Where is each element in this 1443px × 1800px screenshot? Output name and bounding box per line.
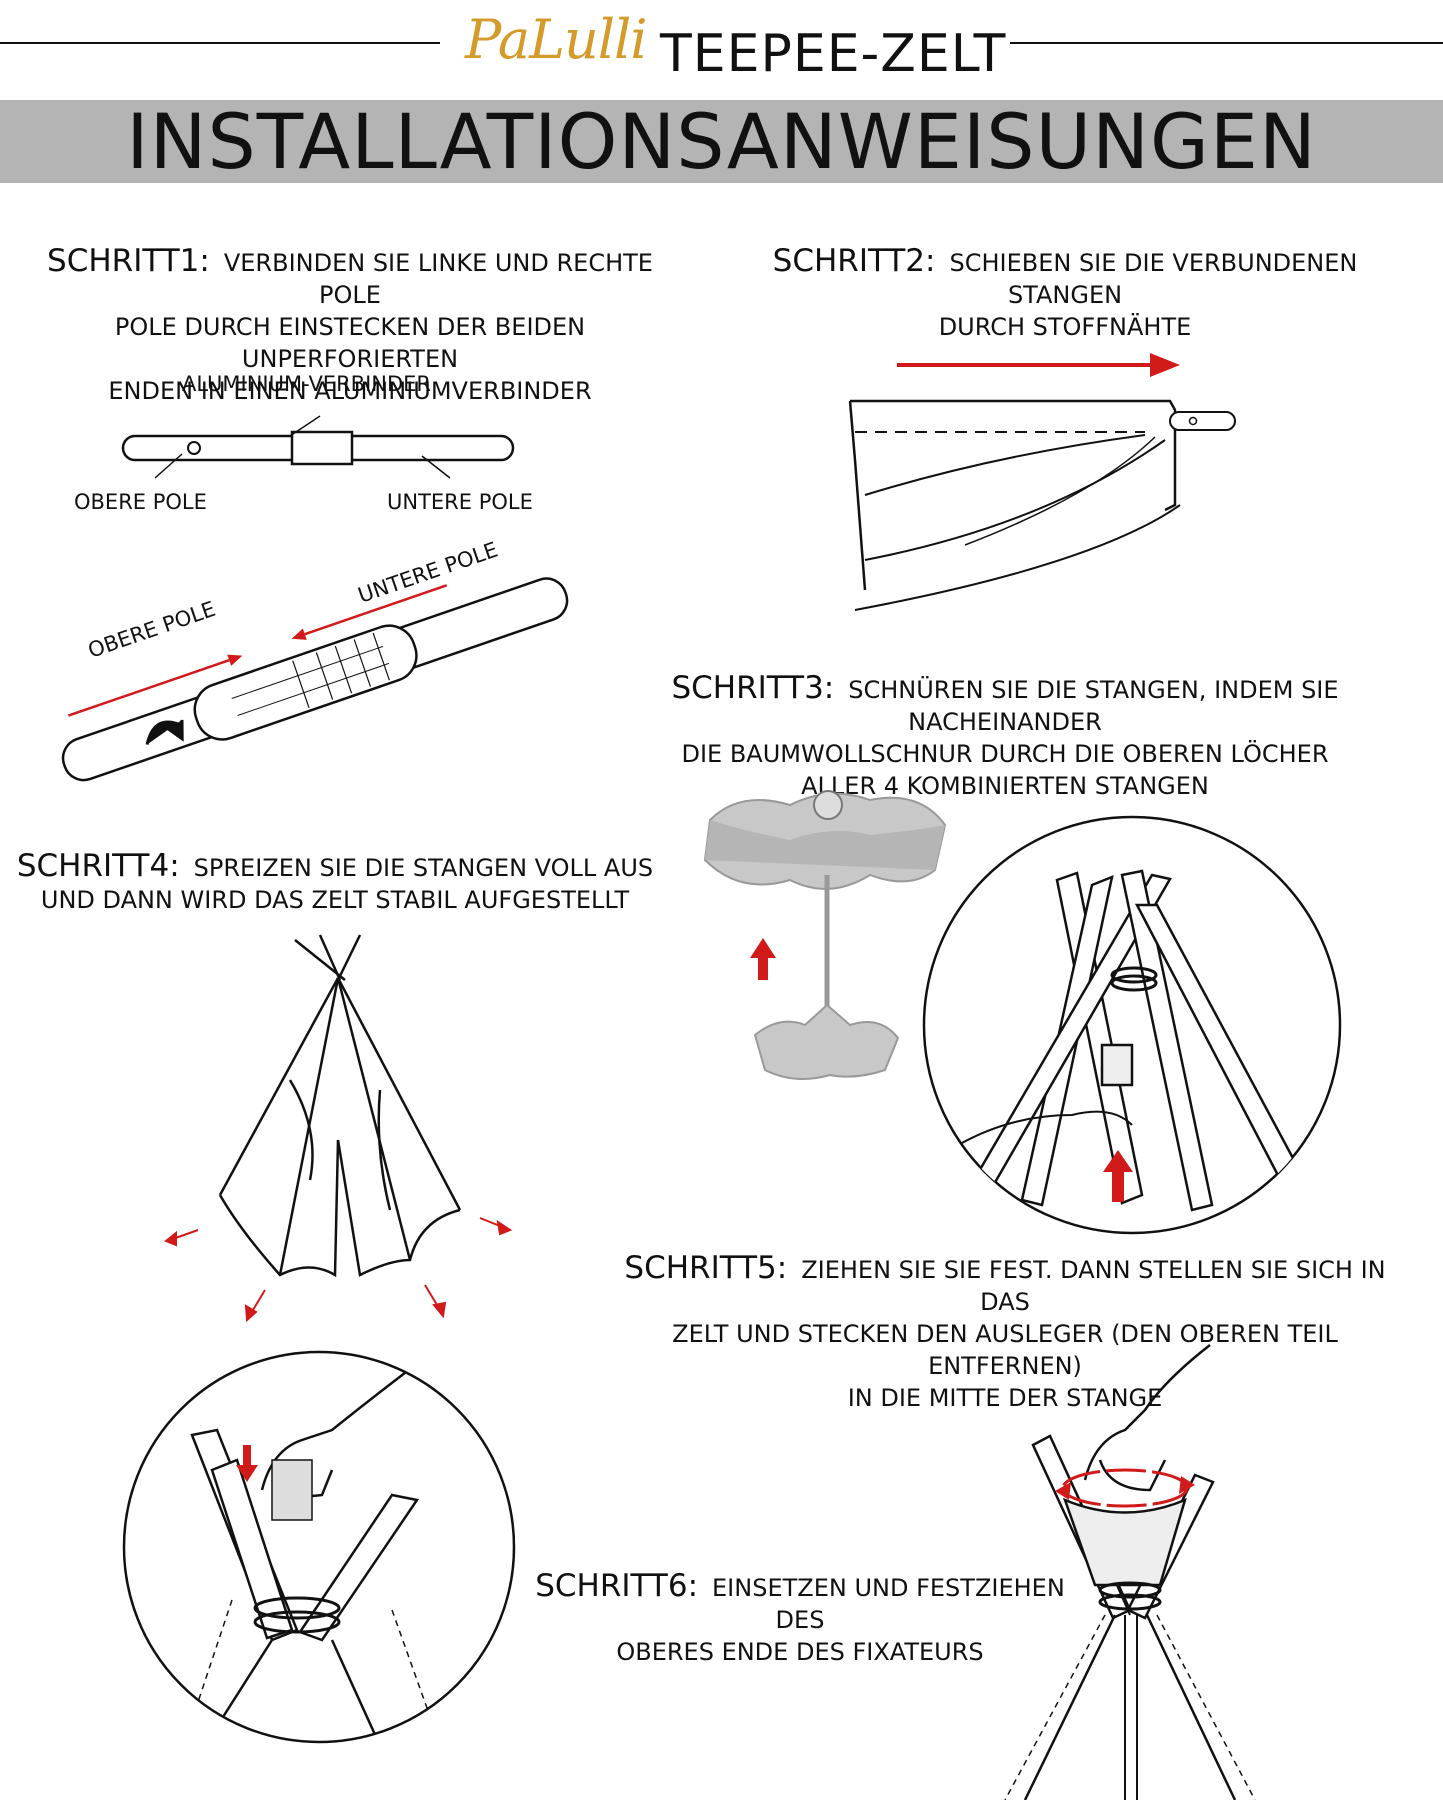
insert-fixator-circle	[122, 1350, 516, 1744]
connector-label: ALUMINIUM-VERBINDER	[182, 372, 432, 396]
step-5-line-2: ZELT UND STECKEN DEN AUSLEGER (DEN OBERE…	[672, 1320, 1338, 1380]
step-1-line-2: POLE DURCH EINSTECKEN DER BEIDEN UNPERFO…	[114, 313, 586, 373]
step-2-text: SCHRITT2: SCHIEBEN SIE DIE VERBUNDENEN ST…	[730, 245, 1400, 343]
upper-pole-label: OBERE POLE	[74, 490, 207, 514]
page-title: INSTALLATIONSANWEISUNGEN	[126, 97, 1317, 186]
brand: PaLulli TEEPEE-ZELT	[460, 0, 1020, 100]
step-3-text: SCHRITT3: SCHNÜREN SIE DIE STANGEN, INDEM…	[590, 672, 1420, 802]
step-6-line-2: OBERES ENDE DES FIXATEURS	[616, 1638, 984, 1666]
step-6-text: SCHRITT6: EINSETZEN UND FESTZIEHEN DES OB…	[520, 1570, 1080, 1668]
step-5-line-3: IN DIE MITTE DER STANGE	[847, 1384, 1163, 1412]
step-1-label: SCHRITT1:	[47, 243, 210, 279]
header-rule-left	[0, 42, 440, 44]
step-6-label: SCHRITT6:	[535, 1568, 699, 1604]
step-2-line-1: SCHIEBEN SIE DIE VERBUNDENEN STANGEN	[949, 249, 1358, 309]
lashing-detail-circle	[922, 815, 1342, 1235]
step-2-line-2: DURCH STOFFNÄHTE	[938, 313, 1192, 341]
teepee-diagram	[164, 934, 513, 1323]
connector-diagram	[121, 415, 515, 479]
step-4-label: SCHRITT4:	[16, 848, 180, 884]
header-rule-right	[1010, 42, 1443, 44]
step-3-label: SCHRITT3:	[671, 670, 835, 706]
fabric-sleeve-diagram	[848, 353, 1236, 611]
step-5-line-1: ZIEHEN SIE SIE FEST. DANN STELLEN SIE SI…	[801, 1256, 1386, 1316]
step-4-line-2: UND DANN WIRD DAS ZELT STABIL AUFGESTELL…	[40, 886, 630, 914]
tighten-fixator-diagram	[1004, 1344, 1256, 1800]
brand-logo: PaLulli	[465, 8, 648, 71]
lower-pole-label: UNTERE POLE	[387, 490, 533, 514]
step-1-text: SCHRITT1: VERBINDEN SIE LINKE UND RECHTE …	[15, 245, 685, 407]
step-5-label: SCHRITT5:	[624, 1250, 788, 1286]
step-1-line-1: VERBINDEN SIE LINKE UND RECHTE POLE	[223, 249, 653, 309]
step-1-line-3: ENDEN IN EINEN ALUMINIUMVERBINDER	[108, 377, 592, 405]
step-6-line-1: EINSETZEN UND FESTZIEHEN DES	[712, 1574, 1065, 1634]
product-name: TEEPEE-ZELT	[660, 24, 1007, 84]
fixator-part-image	[703, 790, 947, 1080]
step-3-line-1: SCHNÜREN SIE DIE STANGEN, INDEM SIE NACH…	[848, 676, 1339, 736]
step-3-line-2: DIE BAUMWOLLSCHNUR DURCH DIE OBEREN LÖCH…	[681, 740, 1329, 768]
step-4-line-1: SPREIZEN SIE DIE STANGEN VOLL AUS	[193, 854, 654, 882]
step-2-label: SCHRITT2:	[772, 243, 936, 279]
step-3-line-3: ALLER 4 KOMBINIERTEN STANGEN	[801, 772, 1209, 800]
step-5-text: SCHRITT5: ZIEHEN SIE SIE FEST. DANN STELL…	[600, 1252, 1410, 1414]
title-banner	[0, 100, 1443, 183]
tilted-pole-diagram	[61, 577, 569, 782]
step-4-text: SCHRITT4: SPREIZEN SIE DIE STANGEN VOLL A…	[0, 850, 670, 916]
